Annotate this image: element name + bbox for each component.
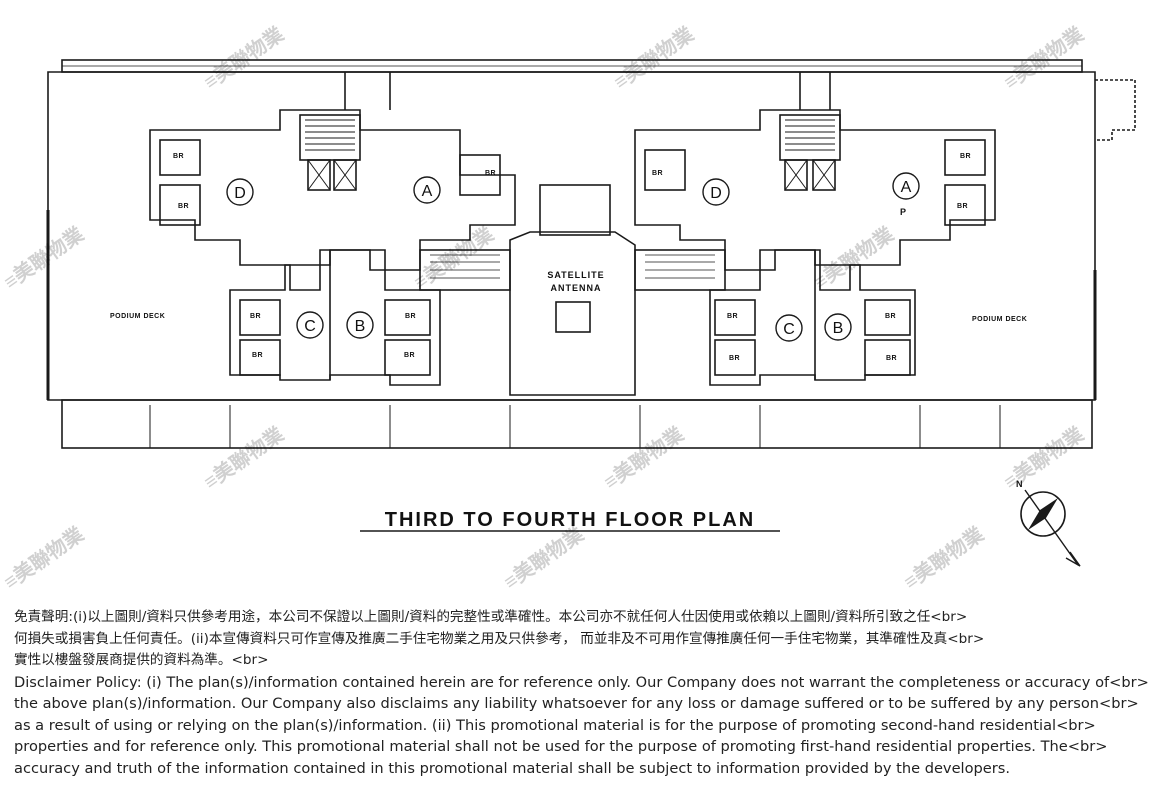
floor-plan-drawing: D A C B D A C B BR BR BR BR BR BR BR BR … xyxy=(0,21,1136,594)
svg-text:≡美聯物業: ≡美聯物業 xyxy=(199,21,289,94)
disclaimer-en-line: as a result of using or relying on the p… xyxy=(14,716,1096,734)
svg-text:≡美聯物業: ≡美聯物業 xyxy=(409,221,499,294)
svg-text:≡美聯物業: ≡美聯物業 xyxy=(599,421,689,494)
room-label-br: BR xyxy=(729,355,740,362)
floor-plan-title: THIRD TO FOURTH FLOOR PLAN xyxy=(385,509,756,531)
svg-text:≡美聯物業: ≡美聯物業 xyxy=(199,421,289,494)
room-label-br: BR xyxy=(250,313,261,320)
unit-label-b-right: B xyxy=(833,320,844,337)
disclaimer-en-line: the above plan(s)/information. Our Compa… xyxy=(14,695,1139,712)
room-label-br: BR xyxy=(485,170,496,177)
unit-label-c-right: C xyxy=(783,321,795,338)
room-label-br: BR xyxy=(960,153,971,160)
podium-deck-right: PODIUM DECK xyxy=(972,316,1027,323)
unit-label-c-left: C xyxy=(304,318,316,335)
room-label-br: BR xyxy=(252,352,263,359)
north-arrow-icon: N xyxy=(1016,479,1081,567)
room-label-br: BR xyxy=(885,313,896,320)
room-label-br: BR xyxy=(886,355,897,362)
svg-text:≡美聯物業: ≡美聯物業 xyxy=(0,521,89,594)
svg-text:≡美聯物業: ≡美聯物業 xyxy=(999,21,1089,94)
disclaimer-zh-line: 實性以樓盤發展商提供的資料為準。<br> xyxy=(14,652,269,668)
disclaimer-en-line: Disclaimer Policy: (i) The plan(s)/infor… xyxy=(14,673,1149,691)
svg-text:≡美聯物業: ≡美聯物業 xyxy=(0,221,89,294)
antenna-label-line2: ANTENNA xyxy=(551,283,602,293)
unit-label-a-left: A xyxy=(422,183,433,200)
p-label: P xyxy=(900,207,907,217)
svg-text:≡美聯物業: ≡美聯物業 xyxy=(609,21,699,94)
unit-label-d-left: D xyxy=(234,185,246,202)
disclaimer-zh-line: 免責聲明:(i)以上圖則/資料只供參考用途，本公司不保證以上圖則/資料的完整性或… xyxy=(14,609,968,625)
room-label-br: BR xyxy=(727,313,738,320)
room-label-br: BR xyxy=(404,352,415,359)
podium-deck-left: PODIUM DECK xyxy=(110,313,165,320)
disclaimer-en-line: properties and for reference only. This … xyxy=(14,738,1108,755)
disclaimer-zh-line: 何損失或損害負上任何責任。(ii)本宣傳資料只可作宣傳及推廣二手住宅物業之用及只… xyxy=(14,630,985,647)
room-label-br: BR xyxy=(957,203,968,210)
antenna-label-line1: SATELLITE xyxy=(547,270,604,280)
unit-label-a-right: A xyxy=(901,179,912,196)
room-label-br: BR xyxy=(405,313,416,320)
disclaimer-text: 免責聲明:(i)以上圖則/資料只供參考用途，本公司不保證以上圖則/資料的完整性或… xyxy=(14,607,1164,779)
svg-text:≡美聯物業: ≡美聯物業 xyxy=(899,521,989,594)
room-label-br: BR xyxy=(178,203,189,210)
room-label-br: BR xyxy=(173,153,184,160)
svg-text:≡美聯物業: ≡美聯物業 xyxy=(809,221,899,294)
unit-label-d-right: D xyxy=(710,185,722,202)
north-label: N xyxy=(1016,479,1024,489)
svg-text:≡美聯物業: ≡美聯物業 xyxy=(999,421,1089,494)
unit-label-b-left: B xyxy=(355,318,366,335)
svg-text:≡美聯物業: ≡美聯物業 xyxy=(499,521,589,594)
disclaimer-en-line: accuracy and truth of the information co… xyxy=(14,759,1011,777)
room-label-br: BR xyxy=(652,170,663,177)
